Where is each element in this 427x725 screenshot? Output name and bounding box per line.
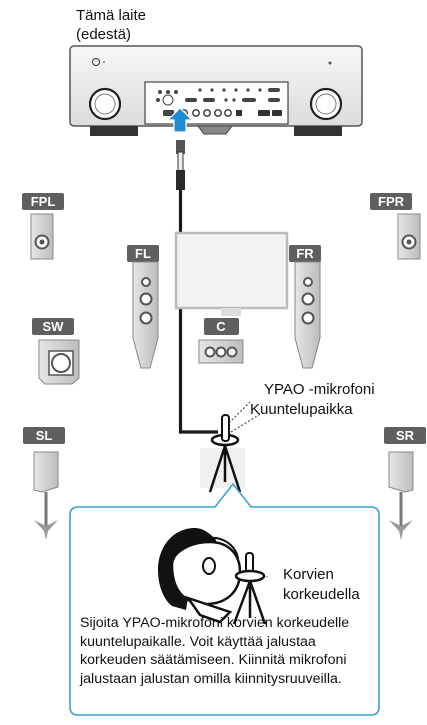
listening-position-label: Kuuntelupaikka bbox=[250, 401, 353, 418]
speaker-fr-icon bbox=[294, 261, 321, 369]
speaker-fpr-icon bbox=[397, 213, 421, 260]
receiver-left-knob bbox=[88, 87, 122, 121]
receiver-right-knob bbox=[309, 87, 343, 121]
tv-screen bbox=[174, 231, 289, 310]
instruction-text: Sijoita YPAO-mikrofoni korvien korkeudel… bbox=[80, 615, 350, 687]
ear-level-label: Korvien korkeudella bbox=[283, 566, 360, 603]
speaker-c-icon bbox=[198, 339, 244, 364]
speaker-sw-icon bbox=[38, 339, 80, 385]
speaker-sr-icon bbox=[388, 451, 414, 540]
speaker-fl-icon bbox=[132, 261, 159, 369]
av-receiver bbox=[69, 45, 363, 136]
connect-arrow-icon bbox=[166, 107, 194, 133]
receiver-front-panel bbox=[144, 81, 289, 125]
ear-microphone-icon bbox=[232, 552, 271, 625]
mic-label: YPAO -mikrofoni bbox=[264, 381, 375, 398]
device-label: Tämä laite (edestä) bbox=[76, 7, 147, 43]
speaker-tags bbox=[22, 193, 426, 444]
person-head-icon bbox=[158, 528, 242, 624]
speaker-fpl-icon bbox=[30, 213, 54, 260]
speaker-sl-icon bbox=[33, 451, 59, 540]
ypao-microphone-icon bbox=[200, 414, 245, 493]
